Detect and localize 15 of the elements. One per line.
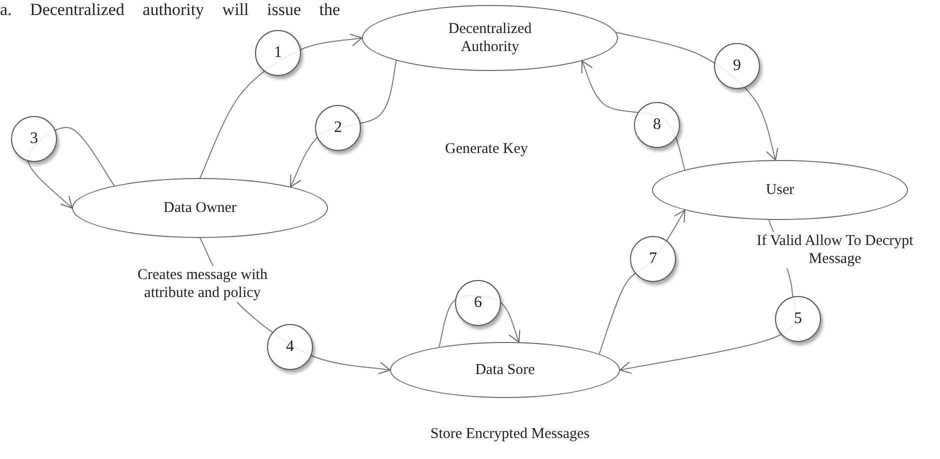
node-label: Data Sore — [475, 361, 535, 379]
node-label: User — [766, 181, 794, 199]
node-label: Data Owner — [164, 199, 236, 217]
step-number: 6 — [455, 280, 501, 326]
node-label: Decentralized Authority — [447, 20, 533, 56]
body-text: a. Decentralized authority will issue the — [0, 0, 340, 20]
step-number: 8 — [634, 102, 680, 148]
body-text: Generate Key — [445, 141, 528, 158]
step-number: 1 — [255, 30, 301, 76]
step-number: 7 — [630, 236, 676, 282]
step-number: 2 — [315, 105, 361, 151]
step-number: 4 — [267, 324, 313, 370]
step-number: 9 — [714, 43, 760, 89]
step-number: 5 — [775, 296, 821, 342]
step-number: 3 — [11, 116, 57, 162]
